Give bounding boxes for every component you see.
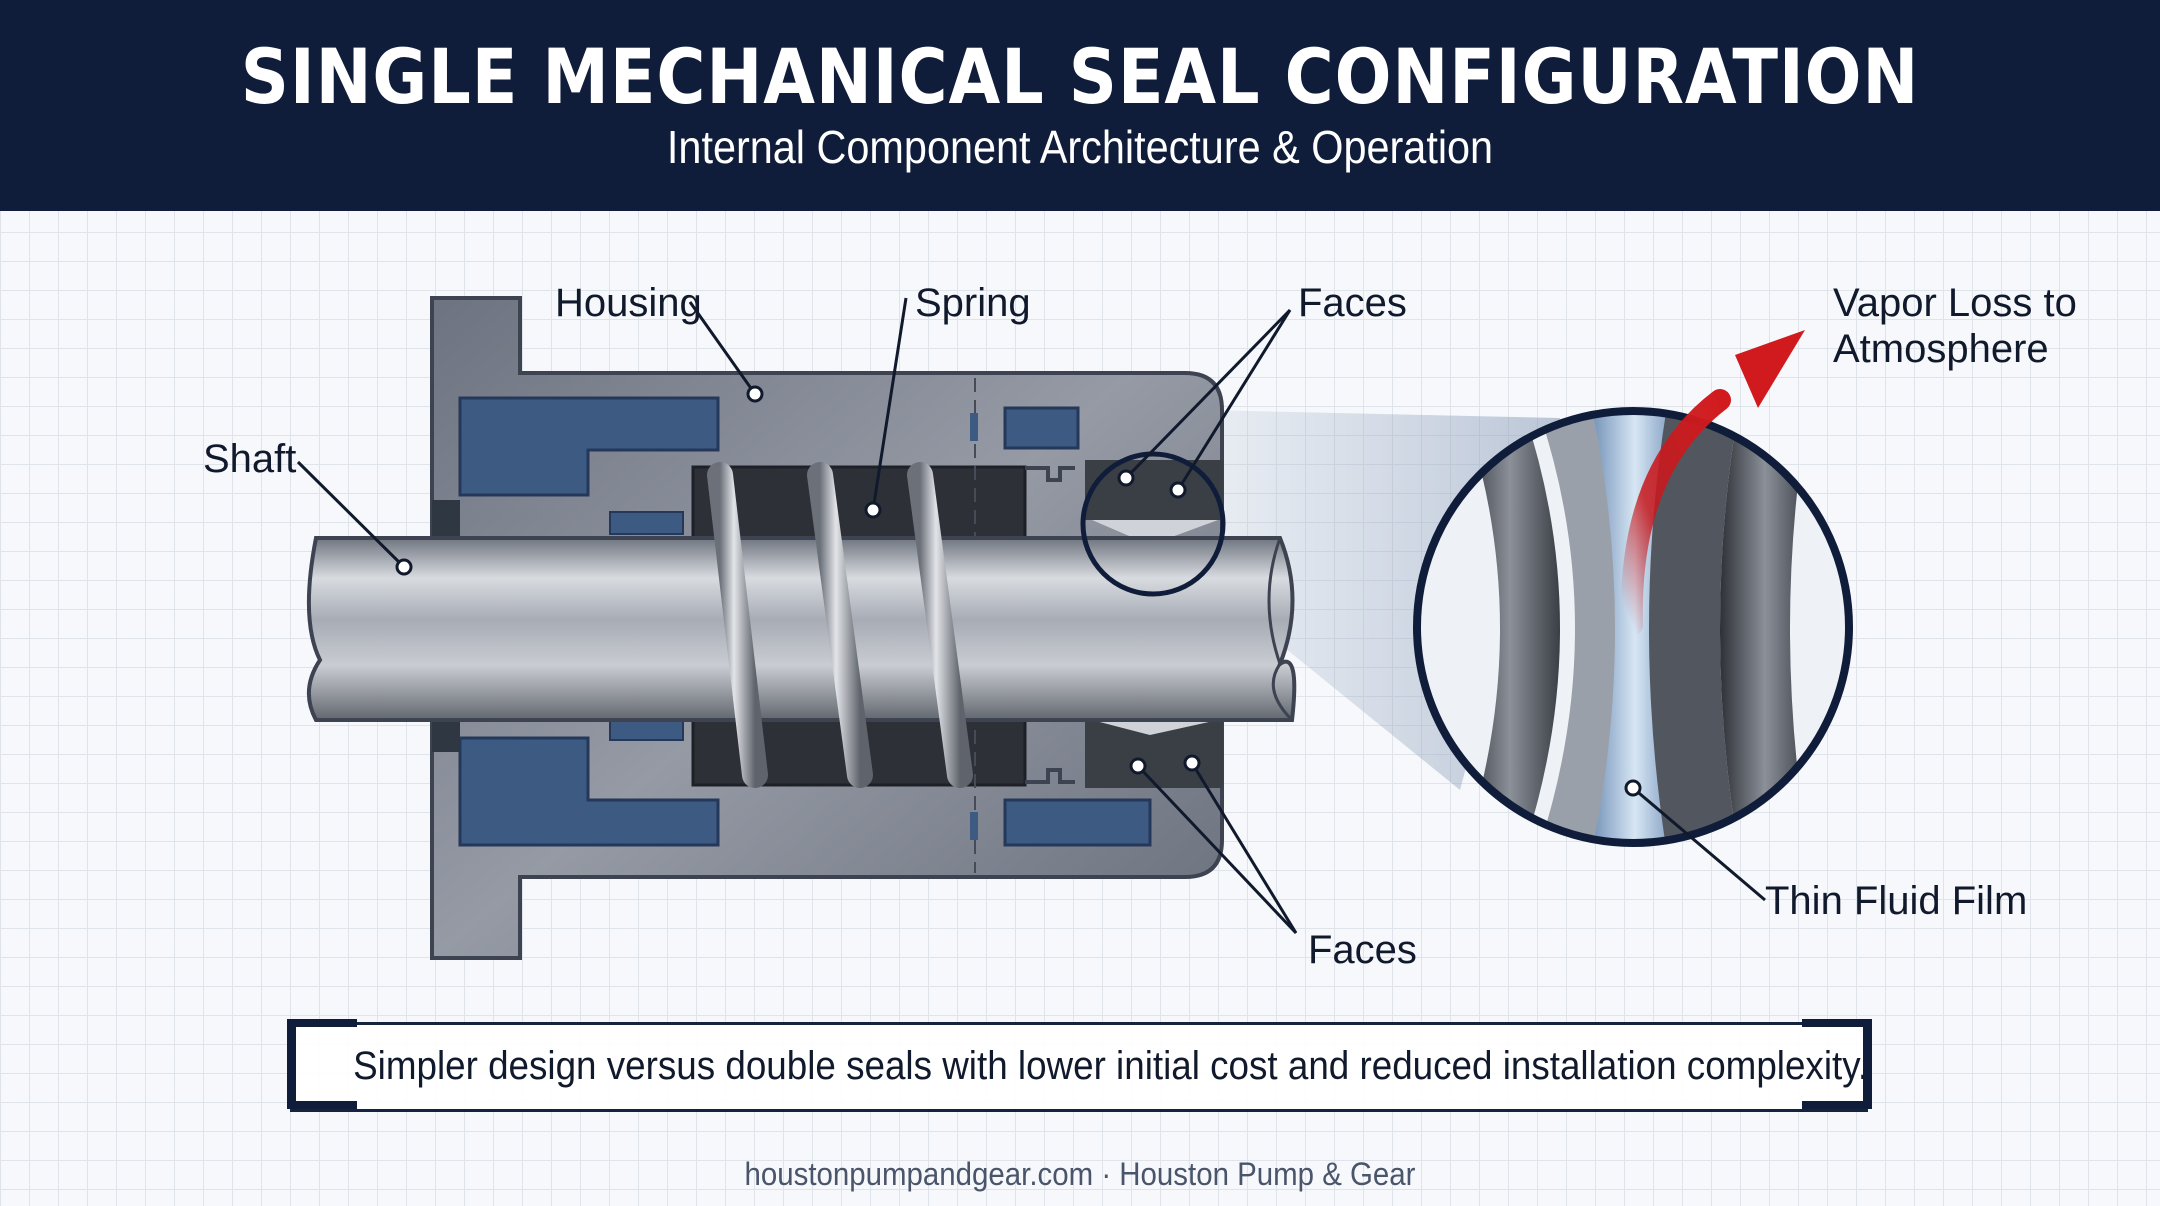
seal-face-detail-circle (1080, 451, 1226, 597)
leader-lines (296, 297, 1766, 935)
footer-credit: houstonpumpandgear.com · Houston Pump & … (744, 1156, 1416, 1192)
label-faces-bottom: Faces (1308, 928, 1417, 972)
label-spring: Spring (915, 281, 1031, 325)
shaft (306, 536, 1297, 722)
note-bracket-left (287, 1019, 357, 1109)
seal-housing (430, 296, 1224, 960)
vapor-loss-arrow (1620, 330, 1805, 636)
label-vapor-loss-line1: Vapor Loss to (1833, 281, 2077, 325)
label-vapor-loss-line2: Atmosphere (1833, 327, 2049, 371)
summary-note-text: Simpler design versus double seals with … (353, 1044, 1869, 1088)
label-shaft: Shaft (203, 437, 296, 481)
arrowhead-icon (1735, 330, 1805, 408)
spring (707, 462, 1007, 788)
note-bracket-right (1802, 1019, 1872, 1109)
page-title: SINGLE MECHANICAL SEAL CONFIGURATION (240, 32, 1920, 121)
header-banner: SINGLE MECHANICAL SEAL CONFIGURATION Int… (0, 0, 2160, 211)
label-faces-top: Faces (1298, 281, 1407, 325)
label-thin-fluid-film: Thin Fluid Film (1765, 879, 2027, 923)
leader-dots (395, 385, 1642, 797)
summary-note-box: Simpler design versus double seals with … (290, 1022, 1868, 1112)
label-housing: Housing (555, 281, 702, 325)
seal-diagram: Housing Spring Faces Shaft Vapor Loss to… (203, 281, 2077, 972)
page-subtitle: Internal Component Architecture & Operat… (666, 121, 1494, 173)
